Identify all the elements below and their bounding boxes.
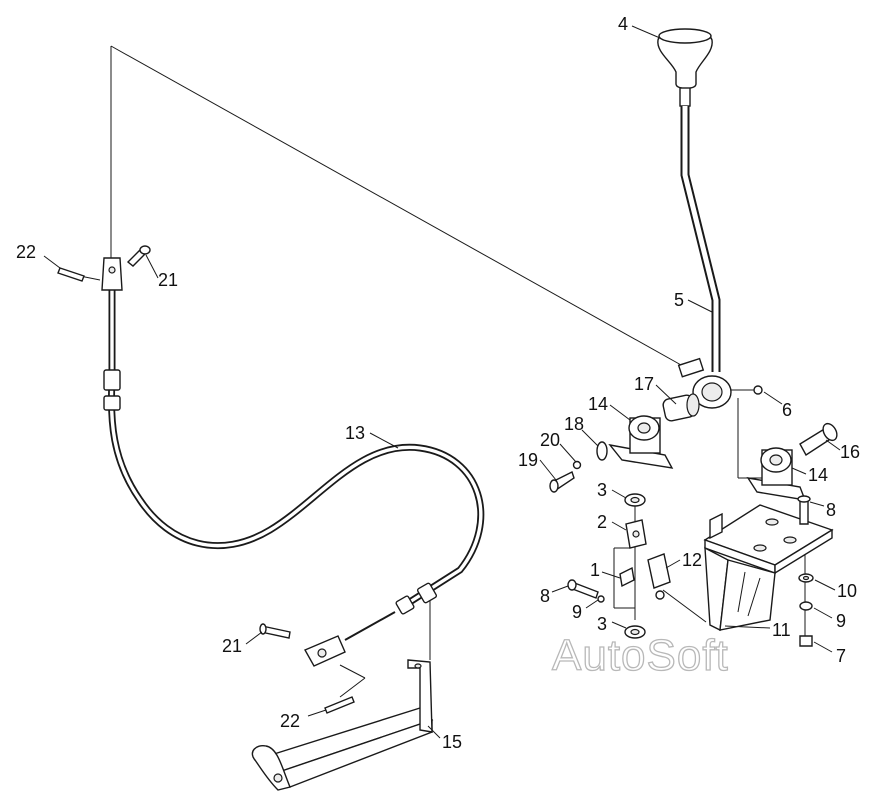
callout-22-bottom: 22 xyxy=(280,711,300,731)
callout-15: 15 xyxy=(442,732,462,752)
pivot-assembly xyxy=(662,357,763,422)
callout-9-left: 9 xyxy=(572,602,582,622)
callout-21-top: 21 xyxy=(158,270,178,290)
callout-1: 1 xyxy=(590,560,600,580)
cable-clevis-bottom xyxy=(259,623,355,714)
cable-clevis-top xyxy=(57,245,151,291)
bolt-nut-stack-right xyxy=(797,495,814,647)
shift-knob xyxy=(657,28,713,107)
callout-11: 11 xyxy=(772,620,791,640)
callout-14-right: 14 xyxy=(808,465,828,485)
callout-4: 4 xyxy=(618,14,628,34)
callout-13: 13 xyxy=(345,423,365,443)
pivot-pin xyxy=(799,422,838,457)
callout-5: 5 xyxy=(674,290,684,310)
callout-9-right: 9 xyxy=(836,611,846,631)
leader-lines xyxy=(43,25,841,739)
callout-8-right: 8 xyxy=(826,500,836,520)
shift-cable xyxy=(103,266,485,641)
shift-lever xyxy=(680,106,721,372)
pedal-bracket xyxy=(251,659,434,791)
watermark: AutoSoft xyxy=(552,631,729,680)
pivot-bracket-left xyxy=(608,415,674,469)
callout-17: 17 xyxy=(634,374,654,394)
callout-8-left: 8 xyxy=(540,586,550,606)
callout-12: 12 xyxy=(682,550,702,570)
callout-21-bottom: 21 xyxy=(222,636,242,656)
callout-3-bottom: 3 xyxy=(597,614,607,634)
callout-20: 20 xyxy=(540,430,560,450)
bolt-washer-left xyxy=(567,579,605,603)
callout-16: 16 xyxy=(840,442,860,462)
washer-bolt-set-left xyxy=(549,441,608,493)
callout-labels: 4 5 6 17 14 18 20 19 16 14 8 3 2 1 12 8 … xyxy=(16,14,860,752)
callout-3-top: 3 xyxy=(597,480,607,500)
callout-6: 6 xyxy=(782,400,792,420)
pivot-bracket-right xyxy=(746,447,807,501)
callout-19: 19 xyxy=(518,450,538,470)
mounting-plate xyxy=(703,504,834,632)
callout-10: 10 xyxy=(837,581,857,601)
assembly-lines xyxy=(79,45,806,698)
callout-2: 2 xyxy=(597,512,607,532)
callout-14-left: 14 xyxy=(588,394,608,414)
linkage-block-set xyxy=(619,493,671,639)
callout-22-top: 22 xyxy=(16,242,36,262)
callout-18: 18 xyxy=(564,414,584,434)
callout-7: 7 xyxy=(836,646,846,666)
